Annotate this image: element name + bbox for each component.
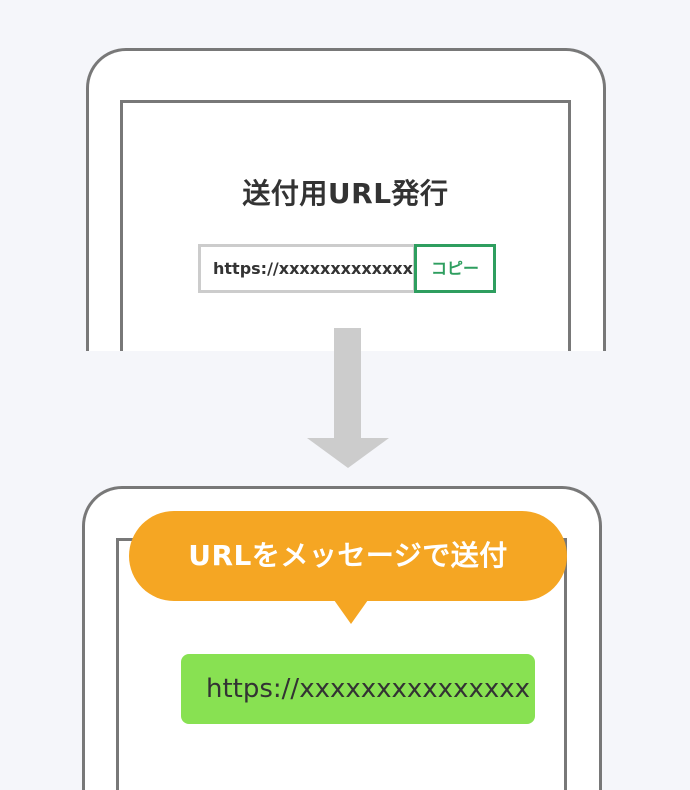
arrow-shaft [334, 328, 361, 440]
message-bubble: https://xxxxxxxxxxxxxxx [181, 654, 535, 724]
url-field[interactable]: https://xxxxxxxxxxxxx... [198, 244, 416, 293]
arrow-head [307, 438, 389, 468]
top-device-screen [120, 100, 571, 351]
copy-button[interactable]: コピー [414, 244, 496, 293]
url-issue-title: 送付用URL発行 [242, 177, 449, 210]
callout-tail [334, 600, 368, 624]
send-url-callout: URLをメッセージで送付 [129, 511, 567, 601]
